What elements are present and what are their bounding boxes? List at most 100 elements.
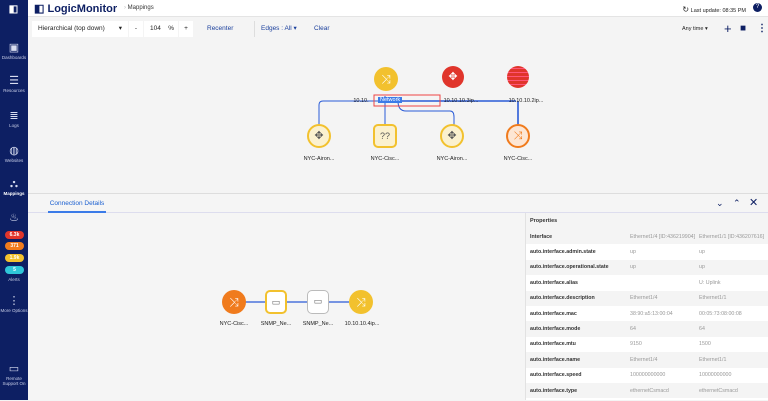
alert-badge-warning[interactable]: 1.9k	[5, 254, 24, 262]
property-key: Interface	[530, 233, 553, 240]
unknown-icon[interactable]: ??	[373, 124, 397, 148]
node-label: 10.10.	[353, 98, 369, 104]
clear-button[interactable]: Clear	[314, 25, 330, 32]
property-value: Ethernet1/1	[699, 356, 727, 363]
expand-up-icon[interactable]: ⌃	[733, 198, 741, 208]
alert-badge-critical[interactable]: 6.3k	[5, 231, 24, 239]
switch-icon[interactable]: ⤨	[374, 67, 398, 91]
property-value: Ethernet1/4	[630, 295, 658, 302]
switch-icon[interactable]: ⤨	[349, 290, 373, 314]
tab-connection-details[interactable]: Connection Details	[48, 200, 106, 213]
property-row: auto.interface.name Ethernet1/4 Ethernet1/…	[526, 352, 768, 368]
node-label: NYC-Cisc...	[503, 156, 533, 162]
switch-icon[interactable]: ⤨	[222, 290, 246, 314]
collapse-down-icon[interactable]: ⌄	[716, 198, 724, 208]
property-row: auto.interface.speed 100000000000 10000000…	[526, 368, 768, 383]
panel-tabs: Connection Details ⌄ ⌃ ✕	[28, 194, 768, 213]
property-key: auto.interface.operational.state	[530, 264, 609, 271]
edge[interactable]	[318, 100, 388, 125]
property-value: 38:90:a5:13:00:04	[630, 310, 673, 317]
alert-badge-info[interactable]: 5	[5, 266, 24, 274]
recenter-button[interactable]: Recenter	[207, 25, 234, 32]
sidebar-item-resources[interactable]: ☰Resources	[0, 75, 28, 93]
property-value: Ethernet1/1 [ID:436207616]	[699, 233, 765, 240]
properties-title: Properties	[526, 213, 768, 229]
node-label: 10.10.10.2ip...	[508, 98, 544, 104]
globe-icon: ◍	[9, 145, 19, 157]
property-row: auto.interface.description Ethernet1/4 Eth…	[526, 290, 768, 306]
brand-logo[interactable]: ◧ LogicMonitor	[34, 3, 118, 15]
property-value: up	[630, 264, 636, 271]
switch-icon[interactable]: ⤨	[506, 124, 530, 148]
sidebar-item-dashboards[interactable]: ▣Dashboards	[1, 42, 27, 60]
edge[interactable]	[397, 100, 455, 125]
time-select[interactable]: Any time ▾	[682, 26, 708, 32]
alert-badge-error[interactable]: 371	[5, 242, 24, 250]
fire-icon: ♨	[9, 212, 19, 224]
node-label: SNMP_Ne...	[260, 321, 292, 327]
sidebar-item-websites[interactable]: ◍Websites	[0, 145, 28, 163]
firewall-icon[interactable]	[507, 66, 529, 88]
property-value: 00:05:73:08:00:08	[699, 310, 742, 317]
alerts-label: Alerts	[8, 277, 20, 282]
property-key: auto.interface.mtu	[530, 341, 576, 348]
node-label: 10.10.10.4ip...	[344, 321, 380, 327]
access-point-icon[interactable]: ✥	[440, 124, 464, 148]
breadcrumb: › Mappings	[124, 5, 154, 11]
property-value: 10000000000	[699, 372, 732, 379]
node-label: SNMP_Ne...	[302, 321, 334, 327]
property-key: auto.interface.mode	[530, 325, 581, 332]
logo-mark-icon: ◧	[34, 3, 45, 15]
dashboard-icon: ▣	[8, 42, 20, 54]
zoom-input[interactable]: 104%	[144, 21, 178, 37]
close-icon[interactable]: ✕	[749, 197, 759, 209]
node-label: NYC-Airon...	[436, 156, 468, 162]
edges-select[interactable]: Edges : All ▾	[254, 21, 297, 37]
connection-details-panel: Connection Details ⌄ ⌃ ✕ ⤨ ▭ ▭ ⤨ NYC-Cis…	[28, 193, 768, 400]
logo-icon[interactable]: ◧	[8, 4, 19, 15]
property-value: up	[699, 248, 705, 255]
chevron-down-icon: ▾	[704, 26, 708, 32]
toolbar: Hierarchical (top down)▾ - 104% + Recent…	[28, 17, 768, 41]
property-key: auto.interface.description	[530, 295, 595, 302]
connection-canvas[interactable]: ⤨ ▭ ▭ ⤨ NYC-Cisc... SNMP_Ne... SNMP_Ne..…	[28, 213, 525, 400]
router-icon[interactable]: ✥	[442, 66, 464, 88]
property-value: Ethernet1/1	[699, 295, 727, 302]
property-key: auto.interface.name	[530, 356, 581, 363]
zoom-in-button[interactable]: +	[179, 21, 193, 37]
node-label: NYC-Cisc...	[370, 156, 400, 162]
topology-map[interactable]: Network ⤨ ✥ 10.10. 10.10.10.3ip... 10.10…	[28, 41, 768, 192]
sidebar-item-mappings[interactable]: ⛬Mappings	[0, 178, 28, 196]
property-key: auto.interface.alias	[530, 279, 578, 286]
edge-label[interactable]: Network	[378, 97, 403, 103]
property-value: 1500	[699, 341, 711, 348]
access-point-icon[interactable]: ✥	[307, 124, 331, 148]
last-update[interactable]: ↻ Last update: 08:35 PM	[682, 5, 746, 14]
sidebar-item-logs[interactable]: ≣Logs	[0, 110, 28, 128]
property-key: auto.interface.speed	[530, 372, 582, 379]
node-label: NYC-Cisc...	[219, 321, 249, 327]
properties-table: Properties Interface Ethernet1/4 [ID:4362…	[525, 213, 768, 400]
sidebar-item-remote-support[interactable]: ▭Remote Support On	[0, 363, 28, 386]
property-value: Ethernet1/4	[630, 356, 658, 363]
sidebar: ◧ ▣Dashboards ☰Resources ≣Logs ◍Websites…	[0, 0, 28, 400]
more-vertical-icon[interactable]: ⋮	[757, 23, 767, 34]
property-value: ethernetCsmacd	[699, 387, 738, 394]
property-value: 100000000000	[630, 372, 666, 379]
layout-select[interactable]: Hierarchical (top down)▾	[32, 21, 128, 37]
sidebar-item-more[interactable]: ⋮More Options	[0, 295, 28, 313]
property-row: Interface Ethernet1/4 [ID:436219904]Ether…	[526, 229, 768, 245]
refresh-icon: ↻	[682, 5, 690, 14]
zoom-out-button[interactable]: -	[129, 21, 143, 37]
server-icon[interactable]: ▭	[307, 290, 329, 314]
property-value: Ethernet1/4 [ID:436219904]	[630, 233, 696, 240]
server-icon[interactable]: ▭	[265, 290, 287, 314]
add-icon[interactable]: +	[724, 21, 732, 36]
help-icon[interactable]: ?	[753, 3, 762, 12]
save-icon[interactable]: ■	[740, 23, 747, 34]
alerts-icon-wrap[interactable]: ♨	[0, 212, 28, 225]
